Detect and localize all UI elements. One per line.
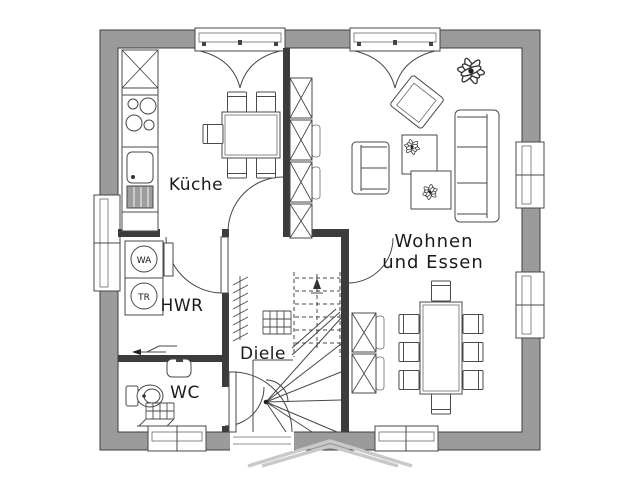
- ironing-board: [163, 242, 174, 277]
- room-label-wc: WC: [170, 383, 200, 403]
- wc-radiator-icon: [137, 402, 175, 427]
- sideboard: [351, 312, 385, 394]
- loveseat: [351, 141, 390, 195]
- sink-icon: [126, 151, 154, 209]
- kitchen-table: [221, 111, 281, 159]
- french-door-kitchen: [194, 27, 286, 89]
- dryer: TR: [124, 277, 164, 316]
- room-label-living-line1: Wohnen: [394, 231, 473, 252]
- washer-label: WA: [137, 256, 152, 266]
- armchair: [390, 75, 444, 129]
- window-wc: [147, 425, 207, 452]
- room-label-living-line2: und Essen: [382, 252, 484, 273]
- entrance-opening: [230, 431, 294, 451]
- window-left: [93, 194, 121, 292]
- door-kitchen-hall: [227, 176, 284, 233]
- stove-icon: [125, 97, 157, 132]
- window-right-lower: [515, 271, 545, 339]
- washing-machine: WA: [124, 240, 164, 279]
- doormat-icon: [262, 310, 292, 335]
- sofa: [454, 109, 500, 223]
- french-door-living: [349, 27, 441, 89]
- window-dining: [374, 425, 439, 452]
- kitchen-counter: [121, 49, 159, 232]
- toilet-icon: [125, 384, 164, 408]
- entrance-door: [228, 371, 293, 433]
- window-right-upper: [515, 141, 545, 209]
- porch-canopy-icon: [247, 439, 413, 468]
- wc-sink-icon: [166, 358, 192, 378]
- entrance-arrow-icon: [132, 345, 177, 355]
- dining-table: [419, 301, 463, 395]
- door-utility: [165, 236, 229, 294]
- staircase: [252, 272, 342, 433]
- plant-icon: [454, 54, 488, 88]
- room-label-kitchen: Küche: [169, 175, 223, 195]
- wall-shelf-unit: [289, 77, 321, 239]
- coat-rack-icon: [232, 276, 249, 342]
- coffee-table: [401, 134, 438, 175]
- room-label-hall: Diele: [240, 344, 286, 364]
- door-living: [347, 237, 394, 284]
- dryer-label: TR: [137, 293, 150, 303]
- room-label-utility: HWR: [161, 296, 204, 316]
- stair-direction-arrow: [311, 278, 323, 294]
